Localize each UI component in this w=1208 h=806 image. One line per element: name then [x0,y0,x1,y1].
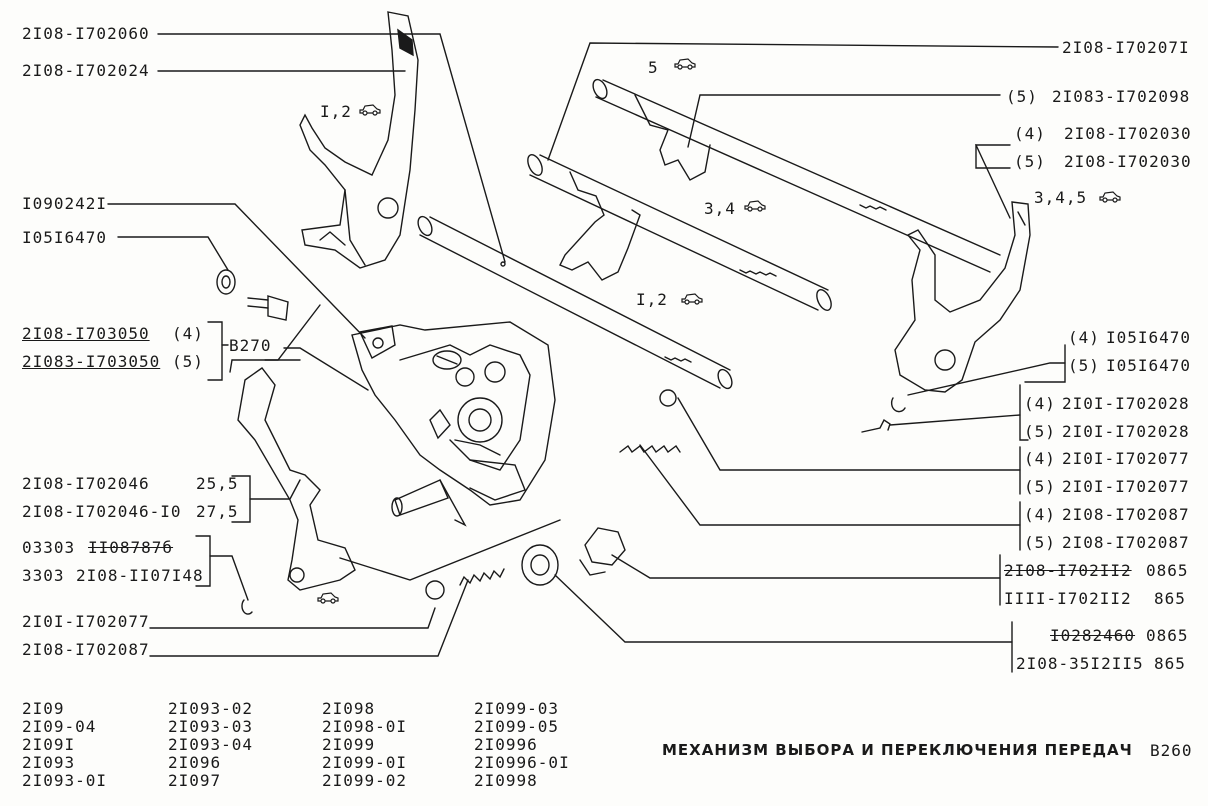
label-ball-5: 2I0I-I702077 [1062,477,1190,496]
label-washer-new-value: 865 [1154,654,1186,673]
label-ball-4-note: (4) [1024,449,1056,468]
label-gear-1-2: I,2 [320,102,352,121]
label-plug-old: 2I08-I702II2 [1004,561,1132,580]
label-bracket-4-note: (4) [172,324,204,343]
label-spring-left: 2I08-I702087 [22,640,150,659]
label-fork-5-note: (5) [1014,152,1046,171]
label-ball-4: 2I0I-I702077 [1062,449,1190,468]
fork-3-4-5 [894,201,1031,393]
model-item: 2I093-03 [168,717,254,736]
label-fork-rod-1-2: 2I08-I702060 [22,24,150,43]
label-bracket-torque: B270 [229,336,272,355]
label-bracket-4: 2I08-I703050 [22,324,150,343]
label-washer-old: I0282460 [1050,626,1136,645]
model-item: 2I093-02 [168,699,254,718]
label-ring-r5-note: (5) [1068,356,1100,375]
model-col-3: 2I098 2I098-0I 2I099 2I099-0I 2I099-02 [322,700,407,790]
model-item: 2I098 [322,699,376,718]
label-gear-1-2-rod: I,2 [636,290,668,309]
label-bolt: I090242I [22,194,108,213]
selector-mechanism [351,321,556,527]
model-col-2: 2I093-02 2I093-03 2I093-04 2I096 2I097 [168,700,253,790]
label-plug-old-value: 0865 [1146,561,1189,580]
label-ring-r4-note: (4) [1068,328,1100,347]
label-screw-4: 2I0I-I702028 [1062,394,1190,413]
label-fork-4-note: (4) [1014,124,1046,143]
model-item: 2I099-05 [474,717,560,736]
fork-1-2 [299,11,419,269]
label-plug-new-value: 865 [1154,589,1186,608]
model-item: 2I093-0I [22,771,108,790]
model-item: 2I099 [322,735,376,754]
label-bracket-5-note: (5) [172,352,204,371]
model-item: 2I099-0I [322,753,408,772]
model-item: 2I097 [168,771,222,790]
label-lever-b: 2I08-I702046-I0 [22,502,182,521]
model-item: 2I0996 [474,735,538,754]
label-spring-4: 2I08-I702087 [1062,505,1190,524]
small-parts [216,269,906,615]
label-fork-5: 2I08-I702030 [1064,152,1192,171]
model-col-1: 2I09 2I09-04 2I09I 2I093 2I093-0I [22,700,107,790]
model-item: 2I0996-0I [474,753,570,772]
label-bracket-5: 2I083-I703050 [22,352,161,371]
label-washer-old-value: 0865 [1146,626,1189,645]
page-title: МЕХАНИЗМ ВЫБОРА И ПЕРЕКЛЮЧЕНИЯ ПЕРЕДАЧ [662,741,1133,759]
model-item: 2I098-0I [322,717,408,736]
label-gear-5: 5 [648,58,659,77]
label-spring-4-note: (4) [1024,505,1056,524]
page-code: B260 [1150,741,1193,760]
label-spring-5: 2I08-I702087 [1062,533,1190,552]
label-ball-5-note: (5) [1024,477,1056,496]
label-spring-5-note: (5) [1024,533,1056,552]
car-icons [317,58,1121,604]
rod-5 [592,78,1001,273]
label-ring-left: I05I6470 [22,228,108,247]
label-ring-b-part: 2I08-II07I48 [76,566,204,585]
label-ring-r4: I05I6470 [1106,328,1192,347]
label-ring-r5: I05I6470 [1106,356,1192,375]
label-screw-4-note: (4) [1024,394,1056,413]
selector-lever [237,367,356,591]
label-gear-3-4-5: 3,4,5 [1034,188,1088,207]
label-fork-1-2: 2I08-I702024 [22,61,150,80]
label-ball-left: 2I0I-I702077 [22,612,150,631]
label-lever-a: 2I08-I702046 [22,474,150,493]
label-plug-new: IIII-I702II2 [1004,589,1132,608]
rod-3-4 [527,154,832,311]
model-item: 2I09I [22,735,76,754]
label-lever-b-value: 27,5 [196,502,239,521]
label-washer-new: 2I08-35I2II5 [1016,654,1144,673]
model-item: 2I0998 [474,771,538,790]
model-item: 2I09-04 [22,717,97,736]
model-item: 2I09 [22,699,65,718]
label-screw-5: 2I0I-I702028 [1062,422,1190,441]
model-item: 2I099-03 [474,699,560,718]
model-item: 2I093-04 [168,735,254,754]
label-rod-5-note: (5) [1006,87,1038,106]
label-ring-a-old: II08787б [88,538,174,557]
model-col-4: 2I099-03 2I099-05 2I0996 2I0996-0I 2I099… [474,700,570,790]
rod-1-2 [417,215,733,390]
label-rod-5: 2I083-I702098 [1052,87,1191,106]
label-ring-b-code: 3303 [22,566,65,585]
label-gear-3-4: 3,4 [704,199,736,218]
model-item: 2I096 [168,753,222,772]
label-ring-a-code: 03303 [22,538,76,557]
model-item: 2I093 [22,753,76,772]
model-item: 2I099-02 [322,771,408,790]
label-lever-a-value: 25,5 [196,474,239,493]
label-fork-4: 2I08-I702030 [1064,124,1192,143]
label-rod-top: 2I08-I70207I [1062,38,1190,57]
label-screw-5-note: (5) [1024,422,1056,441]
